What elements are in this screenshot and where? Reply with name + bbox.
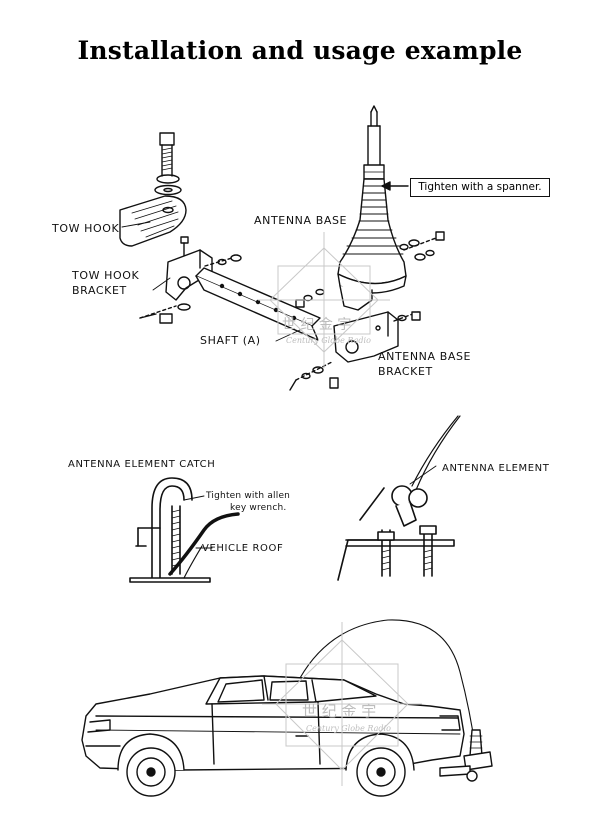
callout-spanner: Tighten with a spanner. (410, 178, 550, 197)
front-wheel (117, 733, 185, 797)
tow-hook-mount-drawing (119, 105, 445, 391)
tow-hook-plate (119, 195, 187, 247)
label-allen-2: key wrench. (230, 503, 287, 513)
label-antenna-element: ANTENNA ELEMENT (442, 463, 550, 474)
label-allen-1: Tighten with allen (206, 491, 291, 501)
rear-wheel (345, 733, 415, 797)
top-bolt (159, 132, 175, 177)
antenna-base (337, 178, 407, 294)
mount-posts (377, 525, 437, 577)
label-antenna-base-bracket-2: BRACKET (378, 365, 433, 378)
watermark-chinese: 世 纪 金 宇 (282, 317, 352, 333)
shaft (195, 267, 321, 341)
watermark-chinese: 世 纪 金 宇 (302, 702, 377, 720)
page-title: Installation and usage example (77, 36, 523, 65)
label-antenna-base: ANTENNA BASE (254, 214, 348, 227)
label-element-catch: ANTENNA ELEMENT CATCH (68, 459, 216, 470)
antenna-mast (363, 105, 385, 180)
watermark-english: Century Globe Radio (286, 336, 371, 345)
label-vehicle-roof: VEHICLE ROOF (202, 543, 284, 554)
label-shaft: SHAFT (A) (200, 334, 261, 347)
antenna-base-bracket (333, 285, 399, 363)
hitch-antenna-base (439, 729, 493, 782)
label-antenna-base-bracket-1: ANTENNA BASE (378, 350, 472, 363)
car-drawing (81, 619, 493, 797)
label-tow-hook-bracket-1: TOW HOOK (72, 269, 140, 282)
watermark-english: Century Globe Radio (306, 724, 391, 733)
label-tow-hook: TOW HOOK (52, 222, 120, 235)
label-tow-hook-bracket-2: BRACKET (72, 284, 127, 297)
watermark-marks (258, 232, 422, 786)
element-catch-drawing (129, 415, 461, 583)
